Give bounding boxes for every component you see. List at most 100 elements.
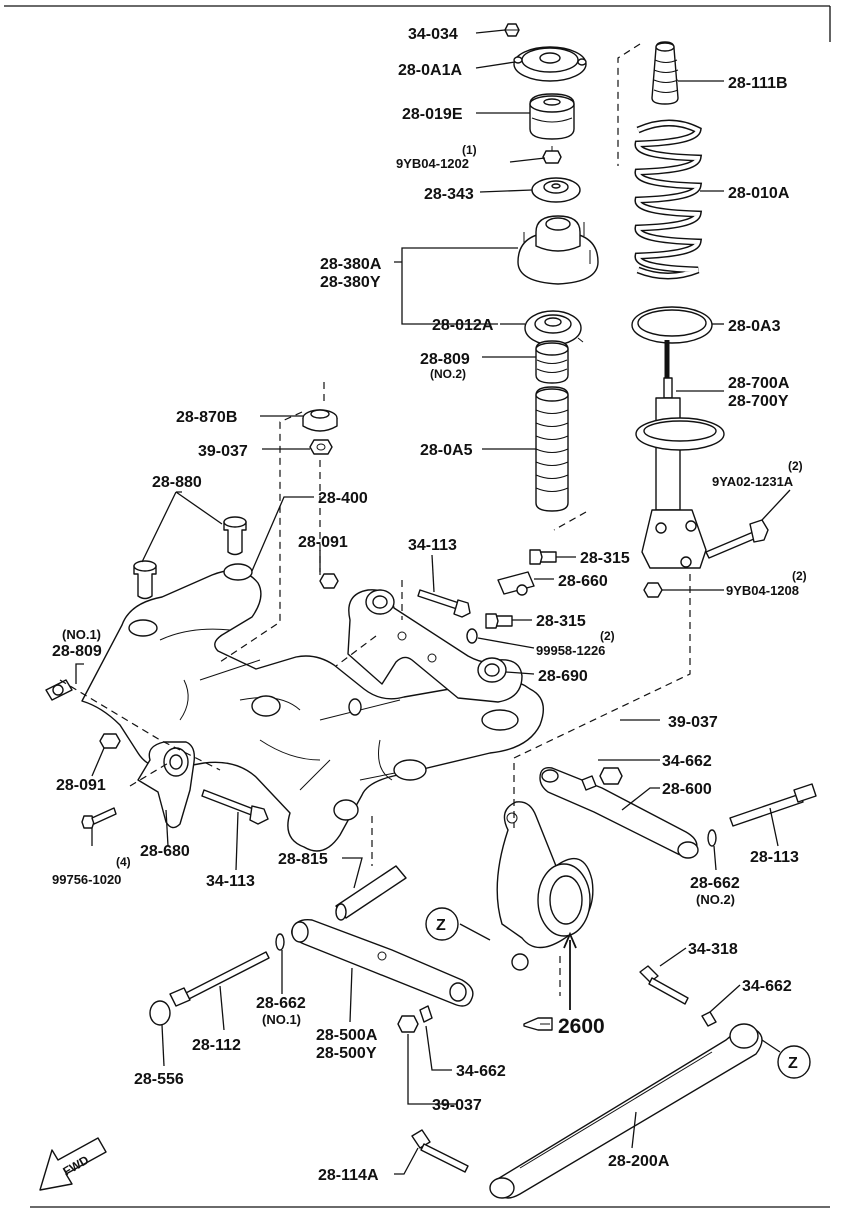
assembly-dashed-lines xyxy=(59,43,691,996)
label-28-680: 28-680 xyxy=(140,843,190,860)
nut-39-037-c xyxy=(397,1015,419,1033)
label-34-034: 34-034 xyxy=(408,26,458,43)
bushings-28-880 xyxy=(133,516,247,600)
bump-stop-28-809-no2 xyxy=(535,340,569,384)
upper-mount-plate-28-0A1A xyxy=(513,46,587,82)
washer-34-662-c xyxy=(419,1005,433,1023)
bolt-34-318 xyxy=(639,965,689,1005)
label-28-091-a: 28-091 xyxy=(298,534,348,551)
label-28-0A1A: 28-0A1A xyxy=(398,62,462,79)
label-28-112: 28-112 xyxy=(192,1037,241,1054)
label-z-1: Z xyxy=(436,917,446,934)
label-28-315-a: 28-315 xyxy=(580,550,630,567)
bump-stop-28-809-no1 xyxy=(45,679,73,701)
coil-spring-28-010A xyxy=(634,119,703,280)
label-34-113-b: 34-113 xyxy=(206,873,255,890)
leader-lines xyxy=(75,29,791,1175)
label-28-809-no2: (NO.2) xyxy=(430,367,466,381)
nut-28-091-b xyxy=(99,733,121,749)
label-28-380Y: 28-380Y xyxy=(320,274,381,291)
label-28-500Y: 28-500Y xyxy=(316,1045,377,1062)
bearing-28-012A xyxy=(524,310,584,346)
bolt-34-113-b xyxy=(201,789,269,825)
washer-28-343 xyxy=(531,177,581,203)
label-34-662-b: 34-662 xyxy=(742,978,792,995)
dust-boot-28-0A5 xyxy=(535,386,569,512)
label-28-700Y: 28-700Y xyxy=(728,393,789,410)
label-28-0A3: 28-0A3 xyxy=(728,318,781,335)
bolt-28-315-a xyxy=(529,549,557,565)
label-39-037-a: 39-037 xyxy=(198,443,248,460)
bracket-28-680 xyxy=(137,741,196,829)
label-34-113-a: 34-113 xyxy=(408,537,457,554)
label-34-662-c: 34-662 xyxy=(456,1063,506,1080)
bolt-99756-1020 xyxy=(81,807,117,829)
washer-34-662-a xyxy=(581,775,597,791)
label-99958-qty: (2) xyxy=(600,629,615,643)
spring-seat-28-0A3 xyxy=(631,306,713,344)
label-9YB04-1208: 9YB04-1208 xyxy=(726,583,799,598)
label-28-380A: 28-380A xyxy=(320,256,382,273)
bolt-28-113 xyxy=(729,783,817,827)
label-28-0A5: 28-0A5 xyxy=(420,442,473,459)
label-28-091-b: 28-091 xyxy=(56,777,106,794)
label-28-690: 28-690 xyxy=(538,668,588,685)
strut-mount-28-380A xyxy=(517,215,599,285)
washer-28-662-no1 xyxy=(275,933,285,951)
label-28-600: 28-600 xyxy=(662,781,712,798)
label-28-500A: 28-500A xyxy=(316,1027,378,1044)
label-9YB04-1202-qty: (1) xyxy=(462,143,477,157)
label-28-315-b: 28-315 xyxy=(536,613,586,630)
label-28-400: 28-400 xyxy=(318,490,368,507)
top-nut-34-034 xyxy=(504,23,520,37)
label-99756-1020: 99756-1020 xyxy=(52,872,121,887)
control-arm-28-600 xyxy=(539,767,699,859)
mount-28-870B xyxy=(302,409,338,432)
label-9YB04-1208-qty: (2) xyxy=(792,569,807,583)
bolt-28-112 xyxy=(169,951,270,1007)
label-99958-1226: 99958-1226 xyxy=(536,643,605,658)
nut-39-037-b xyxy=(599,767,623,785)
label-28-010A: 28-010A xyxy=(728,185,790,202)
label-28-660: 28-660 xyxy=(558,573,608,590)
bushing-28-019E xyxy=(529,93,575,140)
bolt-9YA02-1231A xyxy=(705,519,769,559)
label-39-037-c: 39-037 xyxy=(432,1097,482,1114)
label-34-662-a: 34-662 xyxy=(662,753,712,770)
nut-9YB04-1208 xyxy=(643,582,663,598)
hand-pointer-icon xyxy=(523,1017,553,1031)
sensor-28-660 xyxy=(497,571,535,596)
subframe-28-400 xyxy=(81,563,544,852)
label-28-700A: 28-700A xyxy=(728,375,790,392)
label-28-880: 28-880 xyxy=(152,474,202,491)
label-28-809-top: 28-809 xyxy=(420,351,470,368)
nut-9YB04-1202 xyxy=(542,146,562,164)
washer-28-662-no2 xyxy=(707,829,717,847)
label-28-815: 28-815 xyxy=(278,851,328,868)
label-34-318: 34-318 xyxy=(688,941,738,958)
bolt-28-315-b xyxy=(485,613,513,629)
label-28-113: 28-113 xyxy=(750,849,799,866)
label-28-114A: 28-114A xyxy=(318,1167,379,1184)
crossmember-bracket-28-690 xyxy=(347,589,523,703)
label-28-019E: 28-019E xyxy=(402,106,463,123)
label-2600: 2600 xyxy=(558,1015,605,1038)
label-39-037-b: 39-037 xyxy=(668,714,718,731)
label-28-870B: 28-870B xyxy=(176,409,237,426)
cap-28-556 xyxy=(149,1000,171,1026)
label-28-662-no1: 28-662 xyxy=(256,995,306,1012)
label-28-809-left: 28-809 xyxy=(52,643,102,660)
knuckle-2600 xyxy=(496,801,594,971)
label-28-809-no1-sub: (NO.1) xyxy=(62,627,101,642)
lower-arm-28-500A xyxy=(291,919,474,1007)
label-9YB04-1202: 9YB04-1202 xyxy=(396,156,469,171)
nut-28-091-a xyxy=(319,573,339,589)
bolt-34-113-a xyxy=(417,589,471,618)
reference-z-circle-2 xyxy=(777,1045,811,1079)
forward-direction-arrow: FWD xyxy=(39,1137,107,1191)
label-99756-qty: (4) xyxy=(116,855,131,869)
label-9YA02-1231A: 9YA02-1231A xyxy=(712,474,794,489)
washer-34-662-b xyxy=(701,1011,717,1027)
label-28-111B: 28-111B xyxy=(728,75,788,92)
